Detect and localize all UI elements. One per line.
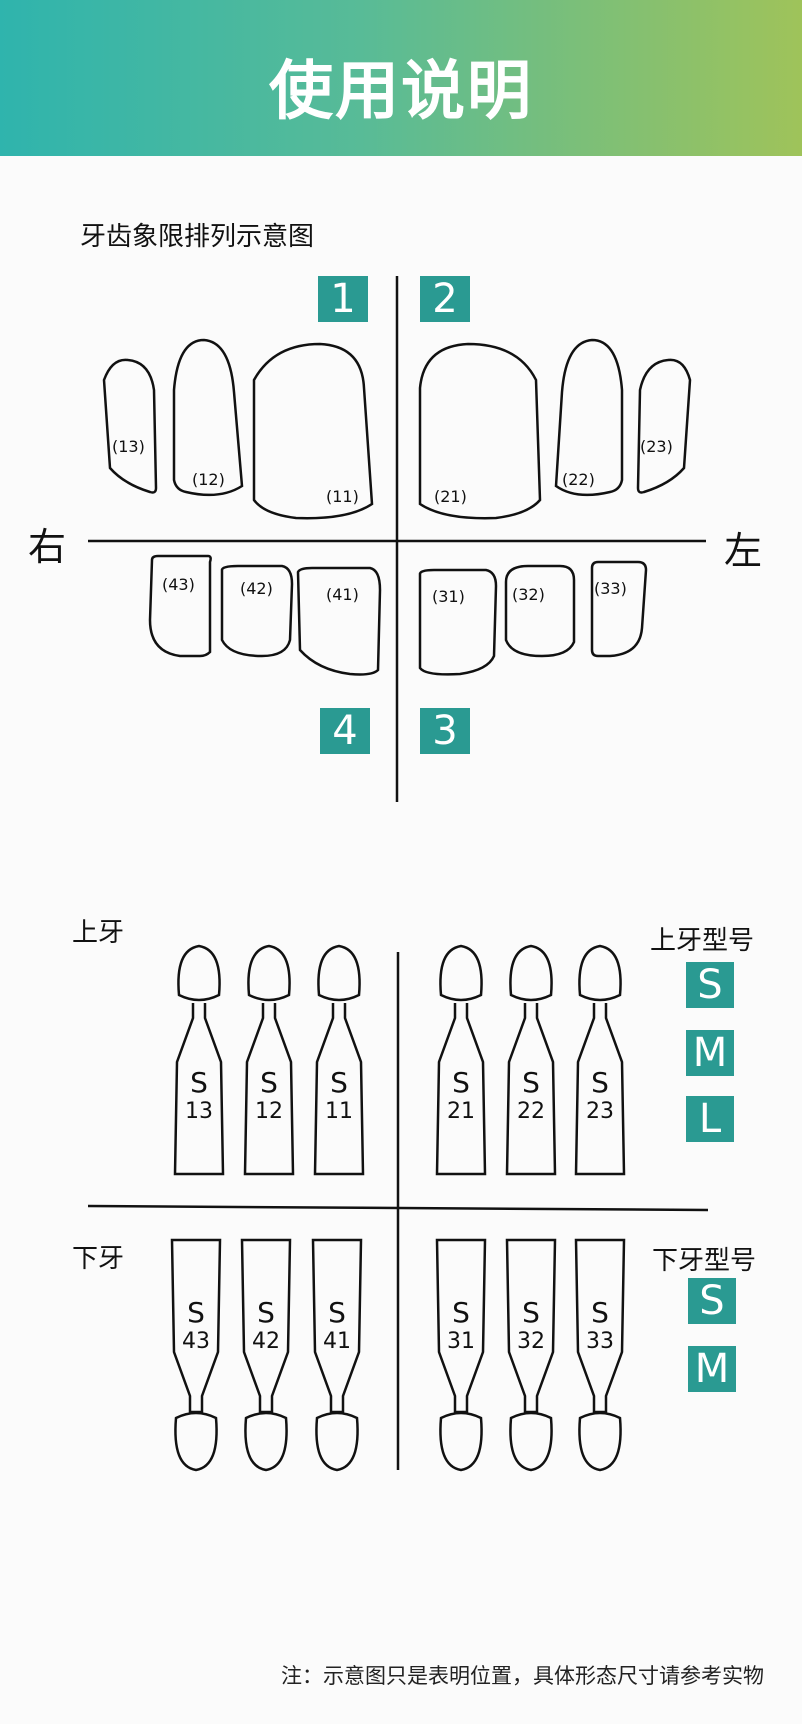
lower-mold-42: S42 (242, 1240, 290, 1470)
lower-mold-size-43: S (187, 1296, 205, 1329)
lower-mold-43: S43 (172, 1240, 220, 1470)
tooth-outline-32 (506, 566, 574, 656)
tooth-outline-13 (104, 360, 156, 493)
lower-size-s-badge: S (688, 1278, 736, 1324)
tooth-outline-43 (150, 556, 211, 656)
upper-mold-22: S22 (507, 946, 555, 1174)
lower-size-title: 下牙型号 (652, 1240, 756, 1277)
upper-mold-size-12: S (260, 1066, 278, 1099)
tooth-label-23: (23) (640, 437, 673, 456)
lower-mold-size-33: S (591, 1296, 609, 1329)
upper-mold-size-11: S (330, 1066, 348, 1099)
tooth-outline-23 (638, 360, 690, 493)
lower-mold-size-32: S (522, 1296, 540, 1329)
upper-mold-11: S11 (315, 946, 363, 1174)
tooth-label-31: (31) (432, 587, 465, 606)
tooth-label-33: (33) (594, 579, 627, 598)
footnote: 注：示意图只是表明位置，具体形态尺寸请参考实物 (281, 1660, 764, 1690)
tooth-label-21: (21) (434, 487, 467, 506)
upper-mold-size-13: S (190, 1066, 208, 1099)
lower-mold-31: S31 (437, 1240, 485, 1470)
tooth-label-22: (22) (562, 470, 595, 489)
lower-mold-number-41: 41 (323, 1329, 351, 1354)
tooth-label-12: (12) (192, 470, 225, 489)
tooth-label-32: (32) (512, 585, 545, 604)
upper-mold-12: S12 (245, 946, 293, 1174)
lower-mold-33: S33 (576, 1240, 624, 1470)
lower-mold-32: S32 (507, 1240, 555, 1470)
upper-teeth-label: 上牙 (72, 912, 124, 949)
lower-mold-size-42: S (257, 1296, 275, 1329)
lower-mold-number-33: 33 (586, 1329, 614, 1354)
upper-mold-23: S23 (576, 946, 624, 1174)
tooth-outline-31 (420, 570, 496, 674)
lower-mold-number-43: 43 (182, 1329, 210, 1354)
lower-mold-size-41: S (328, 1296, 346, 1329)
upper-mold-13: S13 (175, 946, 223, 1174)
tooth-label-42: (42) (240, 579, 273, 598)
upper-mold-number-23: 23 (586, 1099, 614, 1124)
tooth-label-13: (13) (112, 437, 145, 456)
tooth-outline-33 (592, 562, 646, 656)
tooth-label-43: (43) (162, 575, 195, 594)
upper-size-s-badge: S (686, 962, 734, 1008)
lower-mold-size-31: S (452, 1296, 470, 1329)
upper-mold-size-21: S (452, 1066, 470, 1099)
lower-mold-number-32: 32 (517, 1329, 545, 1354)
upper-mold-number-11: 11 (325, 1099, 353, 1124)
tooth-label-41: (41) (326, 585, 359, 604)
tooth-label-11: (11) (326, 487, 359, 506)
upper-mold-number-12: 12 (255, 1099, 283, 1124)
upper-mold-size-23: S (591, 1066, 609, 1099)
lower-mold-number-42: 42 (252, 1329, 280, 1354)
upper-mold-21: S21 (437, 946, 485, 1174)
upper-mold-size-22: S (522, 1066, 540, 1099)
upper-size-m-badge: M (686, 1030, 734, 1076)
lower-mold-number-31: 31 (447, 1329, 475, 1354)
lower-size-m-badge: M (688, 1346, 736, 1392)
tooth-outline-41 (298, 568, 380, 675)
upper-mold-number-21: 21 (447, 1099, 475, 1124)
upper-size-title: 上牙型号 (650, 920, 754, 957)
upper-mold-number-22: 22 (517, 1099, 545, 1124)
lower-mold-41: S41 (313, 1240, 361, 1470)
upper-size-l-badge: L (686, 1096, 734, 1142)
upper-mold-number-13: 13 (185, 1099, 213, 1124)
lower-teeth-label: 下牙 (72, 1238, 124, 1275)
